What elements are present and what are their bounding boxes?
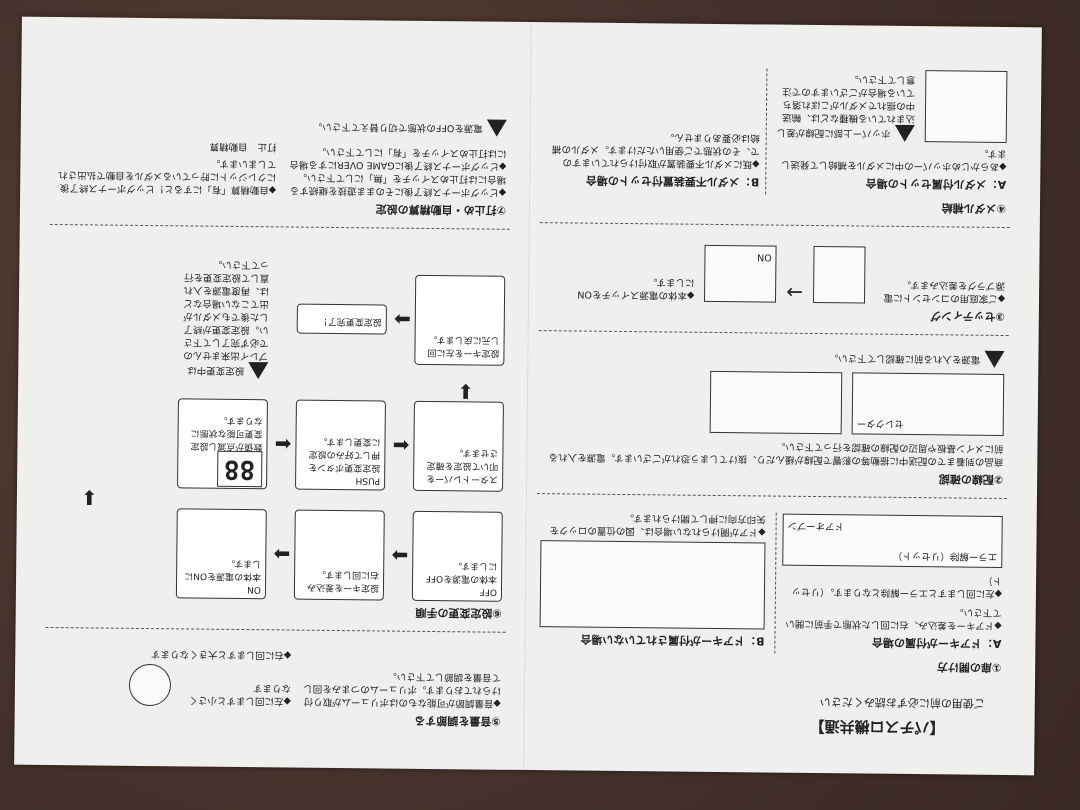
power-switch-illustration: ON: [704, 244, 777, 303]
complete-label: 設定変更完了！: [296, 304, 387, 336]
warning-icon: [894, 124, 915, 143]
sheet-title: 【パチスロ機共通】: [809, 716, 945, 737]
off-label: OFF: [479, 586, 498, 597]
left-column: 【パチスロ機共通】 ご使用の前に必ずお読みください ①扉の開け方 A：ドアキーが…: [534, 52, 1011, 745]
instruction-sheet: 【パチスロ機共通】 ご使用の前に必ずお読みください ①扉の開け方 A：ドアキーが…: [14, 16, 1042, 776]
section-setting: ③セッティング ◆ご家庭用のコンセントに電源プラグを差込みます。 → ON ◆本…: [538, 222, 1010, 336]
stop-switch-label: 打止: [257, 141, 277, 153]
door-a-text: ◆ドアキーを差込み、右に回した状態で手前に開いて下さい。: [785, 606, 1002, 631]
wiring-illustration: セレクター: [851, 372, 1005, 436]
arrow-icon: ⬅: [274, 432, 292, 457]
volume-text: ◆音量調節が可能なものはボリュームが取り付けられております。ボリュームのつまみを…: [303, 670, 502, 709]
step-3: 本体の電源をONにします。: [184, 557, 262, 582]
door-b-text: ◆ドアが開けられない場合は、図の位置のロックを矢印方向に押して開けられます。: [549, 512, 766, 538]
stop-text2: ◆ビッグボーナス終了後にGAME OVERにする場合には打止めスイッチを「有」に…: [289, 145, 507, 172]
arrow-icon: ➡: [393, 308, 411, 333]
step-7: 設定キーを左に回し元に戻します。: [427, 334, 500, 359]
stop-text3: ◆自動精算「有」にすると！ビッグボーナス終了後にクレジットに貯っているメダルを自…: [58, 157, 277, 196]
fold-line: [523, 22, 532, 770]
medal-a-text: ◆あらかじめホッパーの中にメダルを補給して発送します。: [780, 147, 1007, 172]
setting-heading: ③セッティング: [930, 309, 1005, 323]
wiring-heading: ②配線の確認: [938, 472, 1004, 486]
auto-payout-switch-label: 自動精算: [209, 140, 248, 153]
section-volume: ⑤音量を調節する ◆音量調節が可能なものはボリュームが取り付けられております。ボ…: [44, 626, 506, 740]
arrow-icon: ➡: [273, 542, 291, 567]
arrow-icon: →: [786, 280, 804, 305]
volume-left-text: ◆右に回しますと大きくなります: [150, 648, 292, 661]
door-a-label: エラー解除（リセット）: [892, 549, 998, 562]
setting-warning: 設定変更中はプレイ出来ませんので必ず完了して下さい。設定変更が終了した後でもメダ…: [183, 258, 270, 377]
door-b-heading: B：ドアキーが付属されていない場合: [580, 632, 765, 648]
segment-display: 88: [216, 450, 263, 488]
warning-icon: [248, 362, 269, 380]
medal-a-heading: A：メダル付属セットの場合: [865, 176, 1007, 191]
warning-icon: [486, 119, 507, 137]
volume-heading: ⑤音量を調節する: [414, 713, 501, 728]
door-lock-illustration: [539, 540, 766, 630]
door-heading: ①扉の開け方: [936, 660, 1002, 674]
push-label: PUSH: [355, 475, 381, 486]
door-key-illustration: エラー解除（リセット） ドアオープン: [782, 513, 1003, 568]
arrow-icon: ⬅: [392, 433, 410, 458]
step-5: 設定変更ボタンを押して好みの設定に変更します。: [308, 435, 381, 473]
step-6: スタートレバーを叩いて設定を確定させます。: [426, 447, 499, 484]
setting-text1: ◆ご家庭用のコンセントに電源プラグを差込みます。: [883, 278, 1006, 304]
section-door: ①扉の開け方 A：ドアキーが付属の場合 ◆ドアキーを差込み、右に回した状態で手前…: [535, 493, 1007, 687]
stop-heading: ⑦打止め・自動精算の設定: [375, 202, 507, 217]
right-column: ⑤音量を調節する ◆音量調節が可能なものはボリュームが取り付けられております。ボ…: [44, 47, 511, 740]
wiring-warning: 電源を入れる前に確認して下さい。: [828, 352, 981, 365]
door-a-label2: ドアオープン: [787, 519, 845, 532]
wiring-text: 商品の到着までの配送中に振動等の影響で配線が緩んだり、抜けてしまう恐れがございま…: [548, 440, 1004, 467]
step-1: 本体の電源をOFFにします。: [425, 560, 498, 584]
setting-text2: ◆本体の電源スイッチをONにします。: [577, 276, 695, 301]
stop-warning: 電源をOFFの状態で切り替えて下さい。: [312, 120, 483, 134]
medal-b-text: ◆既にメダル不要装置が取付けられていますので、その状態でご使用いただけます。メダ…: [551, 131, 760, 170]
volume-right-text: ◆左に回しますと小さくなります: [188, 682, 291, 707]
warning-icon: [984, 350, 1005, 368]
step-4: 数値が点滅し設定変更可能な状態になります。: [190, 414, 263, 452]
medal-b-heading: B：メダル不要装置付セットの場合: [585, 173, 760, 189]
door-a-heading: A：ドアキーが付属の場合: [871, 635, 1002, 650]
setting-change-heading: ⑥設定変更の手順: [415, 605, 502, 620]
section-wiring: ②配線の確認 商品の到着までの配送中に振動等の影響で配線が緩んだり、抜けてしまう…: [536, 330, 1009, 499]
stop-text1: ◆ビッグボーナス終了後にそのまま遊技を継続する場合には打止めスイッチを「無」にし…: [289, 171, 507, 198]
volume-knob-icon: [128, 663, 172, 707]
section-medal: ④メダル補給 A：メダル付属セットの場合 ◆あらかじめホッパーの中にメダルを補給…: [540, 60, 1012, 227]
on-label: ON: [757, 251, 772, 263]
door-a-text2: ◆左に回しますとエラー解除となります。（リセット）: [791, 574, 1003, 599]
sheet-subtitle: ご使用の前に必ずお読みください: [819, 695, 985, 710]
medal-heading: ④メダル補給: [941, 201, 1007, 215]
selector-label: セレクター: [856, 417, 904, 429]
section-stop-settings: ⑦打止め・自動精算の設定 ◆ビッグボーナス終了後にそのまま遊技を継続する場合には…: [50, 109, 511, 229]
on-label: ON: [247, 584, 262, 595]
section-setting-change: ⑥設定変更の手順 OFF 本体の電源をOFFにします。 ➡ 設定キーを差込み右に回…: [45, 223, 510, 632]
arrow-icon: ➡: [391, 543, 409, 568]
step-2: 設定キーを差込み右に回します。: [306, 568, 380, 593]
outlet-illustration: [812, 245, 866, 304]
hopper-illustration: [924, 70, 1008, 143]
board-illustration: [709, 370, 843, 435]
